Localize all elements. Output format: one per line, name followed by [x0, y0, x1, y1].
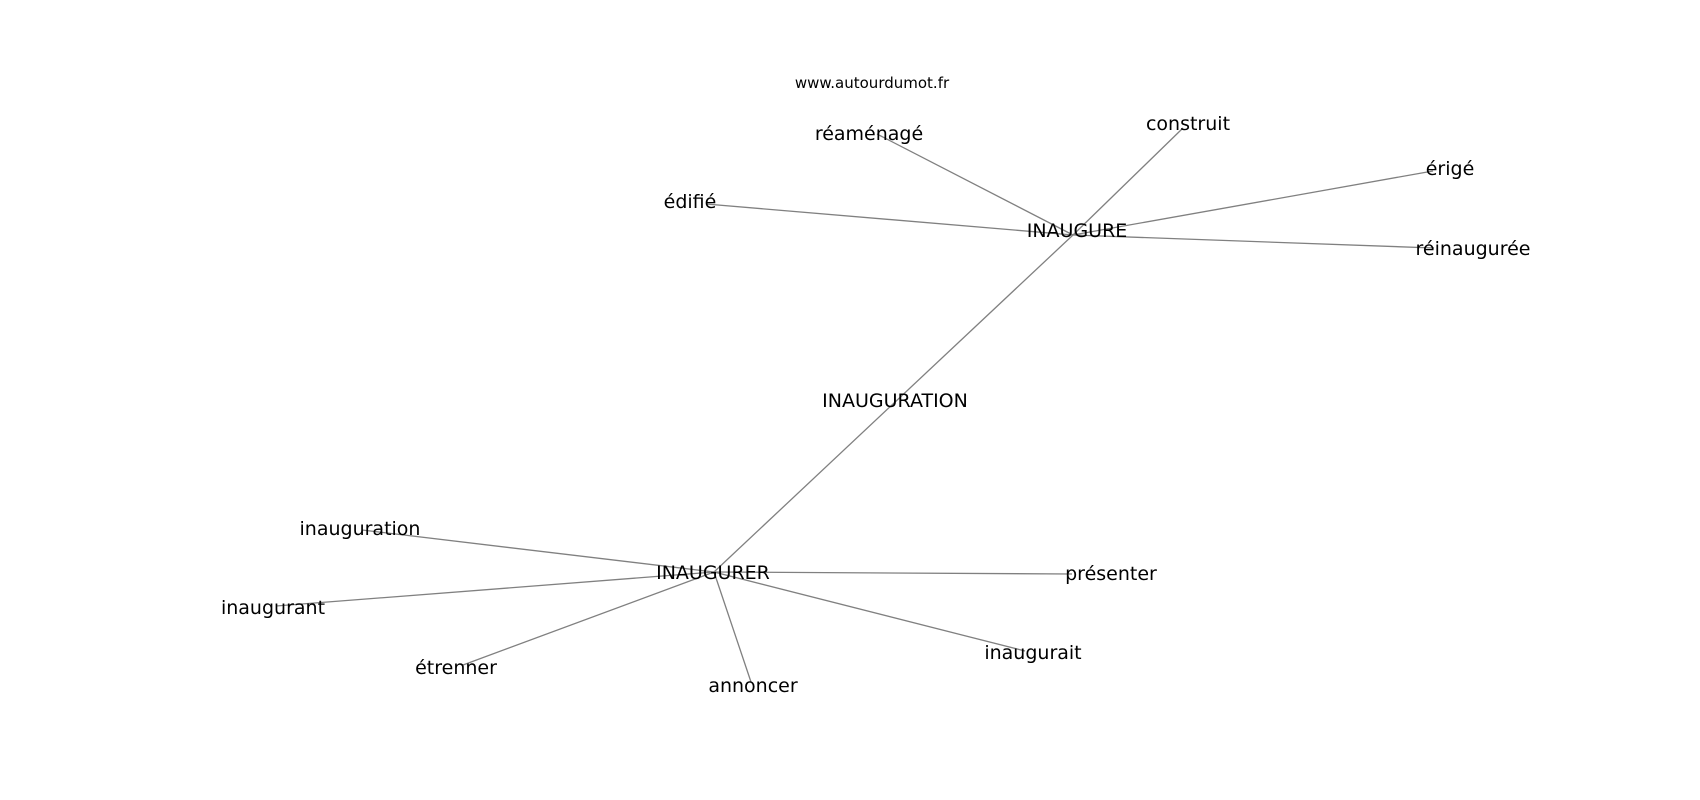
edge-inaugurer-inaugurait	[713, 571, 1026, 652]
edge-inaugurer-presenter	[713, 571, 1073, 575]
node-label-inaugurait[interactable]: inaugurait	[984, 642, 1081, 664]
node-label-reinauguree[interactable]: réinaugurée	[1416, 238, 1531, 260]
edge-inaugure-erige	[1072, 170, 1434, 236]
edge-inaugure-inaugurer	[713, 234, 1074, 573]
node-label-etrenner[interactable]: étrenner	[415, 657, 497, 679]
edge-inaugurer-inauguration	[361, 529, 715, 573]
node-label-inaugure[interactable]: INAUGURE	[1027, 220, 1128, 242]
node-label-inauguration_center[interactable]: INAUGURATION	[822, 390, 968, 412]
edge-inaugure-reinauguree	[1072, 234, 1435, 249]
node-label-edifie[interactable]: édifié	[664, 191, 717, 213]
node-label-erige[interactable]: érigé	[1426, 158, 1475, 180]
node-label-annoncer[interactable]: annoncer	[708, 675, 798, 697]
node-label-reamenage[interactable]: réaménagé	[815, 123, 923, 145]
edge-inaugure-reamenage	[876, 133, 1074, 236]
watermark-text: www.autourdumot.fr	[795, 74, 950, 92]
node-label-inauguration[interactable]: inauguration	[300, 518, 421, 540]
edge-inaugure-edifie	[705, 203, 1074, 236]
graph-edges	[275, 127, 1435, 683]
node-label-inaugurer[interactable]: INAUGURER	[656, 562, 770, 584]
edge-inaugurer-annoncer	[713, 571, 752, 683]
node-label-construit[interactable]: construit	[1146, 113, 1230, 135]
graph-labels: INAUGURATION INAUGURE INAUGURER réaménagé co…	[221, 113, 1531, 697]
node-label-inaugurant[interactable]: inaugurant	[221, 597, 325, 619]
edge-inaugurer-inaugurant	[275, 571, 715, 607]
edge-inaugurer-etrenner	[462, 571, 715, 666]
edge-inaugure-construit	[1072, 127, 1184, 236]
node-label-presenter[interactable]: présenter	[1065, 563, 1157, 585]
